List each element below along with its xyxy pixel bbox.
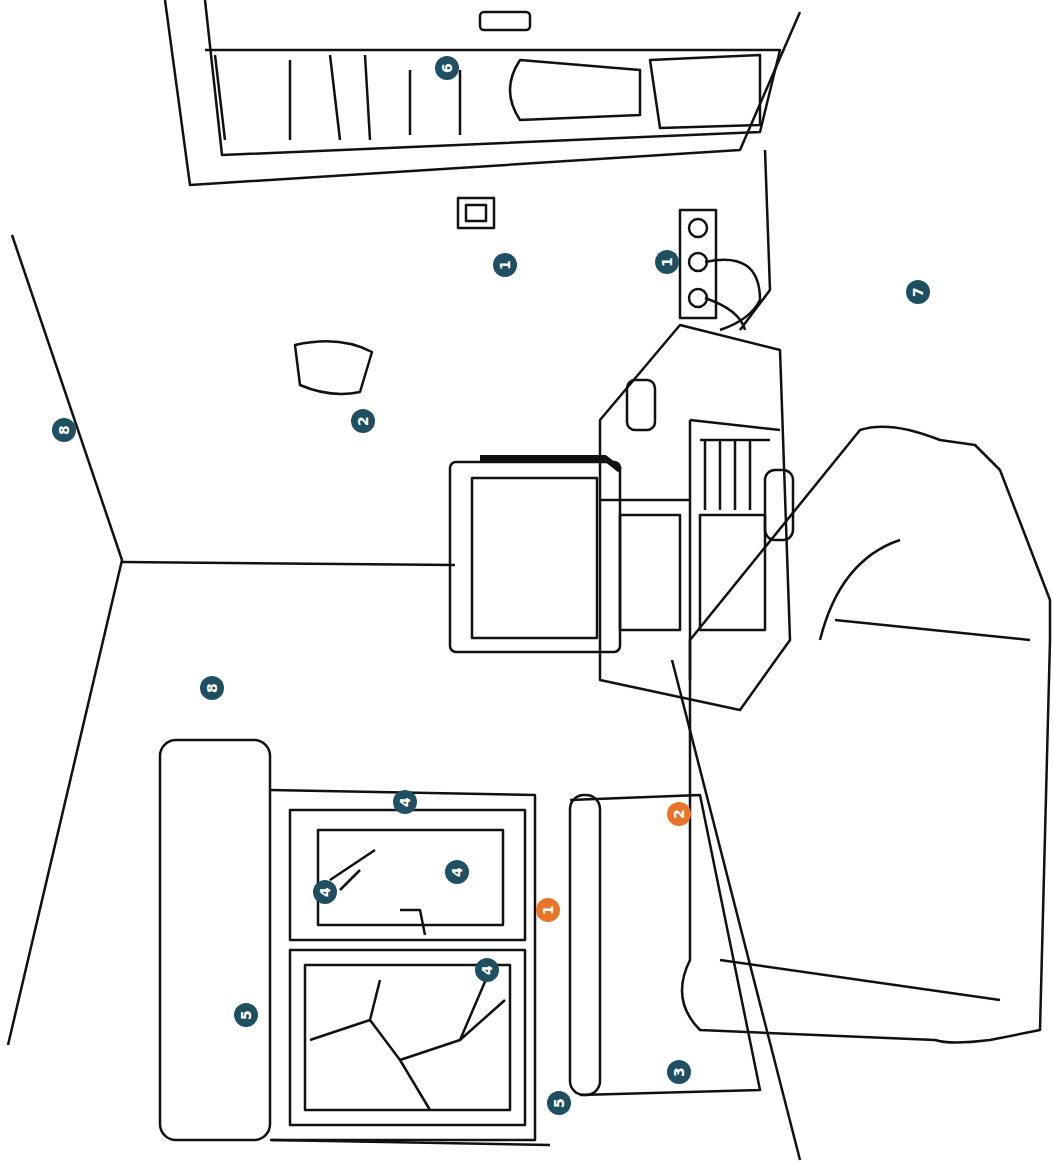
radiator: [570, 795, 600, 1095]
callout-circle: 4: [475, 958, 499, 982]
window-pane: [290, 810, 525, 940]
callout-number: 4: [480, 965, 494, 975]
roller-blind-box: [160, 740, 270, 1140]
window-sill: [272, 1140, 550, 1145]
callout-circle: 1: [493, 253, 517, 277]
cable: [705, 260, 760, 330]
callout-number: 1: [498, 260, 512, 270]
callout-number: 8: [205, 683, 219, 693]
broken-glass: [310, 970, 505, 1110]
callout-number: 6: [440, 63, 454, 73]
callout-number: 4: [450, 867, 464, 877]
callout-circle: 8: [52, 418, 76, 442]
callout-number: 1: [541, 905, 555, 915]
callout-circle: 2: [351, 409, 375, 433]
callout-circle: 1: [536, 898, 560, 922]
window-handle: [400, 910, 425, 935]
wall-socket: [689, 219, 707, 237]
telephone: [627, 380, 655, 430]
callout-circle: 6: [435, 56, 459, 80]
callout-circle: 4: [313, 880, 337, 904]
callout-number: 5: [552, 1098, 566, 1108]
wall-lamp: [295, 341, 372, 394]
callout-number: 4: [398, 797, 412, 807]
callout-circle: 7: [906, 280, 930, 304]
dvd-rack: [700, 440, 770, 510]
ceiling-edge: [8, 235, 122, 1045]
callout-circle: 4: [393, 790, 417, 814]
cabinet-items: [510, 55, 760, 128]
cabinet: [165, 0, 800, 185]
cabinet-shelf: [205, 0, 780, 155]
wall-socket: [689, 289, 707, 307]
television: [450, 462, 620, 652]
callout-circle: 5: [234, 1003, 258, 1027]
sofa: [682, 427, 1050, 1043]
callout-circle: 2: [667, 802, 691, 826]
callout-circle: 1: [655, 250, 679, 274]
callout-number: 2: [356, 416, 370, 426]
light-switch: [458, 198, 494, 228]
callout-circle: 8: [200, 676, 224, 700]
window-pane: [290, 950, 525, 1125]
callout-number: 3: [672, 1067, 686, 1077]
window-frame: [270, 790, 535, 1140]
callout-number: 4: [318, 887, 332, 897]
tv-stand: [600, 325, 790, 710]
callout-circle: 3: [667, 1060, 691, 1084]
cabinet-items: [215, 55, 460, 140]
callout-circle: 4: [445, 860, 469, 884]
glass-crack: [330, 850, 375, 890]
wall-socket: [680, 210, 716, 318]
cabinet-handle: [480, 12, 530, 30]
callout-number: 2: [672, 809, 686, 819]
tv-screen: [472, 478, 597, 638]
callout-number: 5: [239, 1010, 253, 1020]
callout-circle: 5: [547, 1091, 571, 1115]
floor-edge: [740, 150, 770, 330]
callout-number: 8: [57, 425, 71, 435]
sofa: [720, 540, 1030, 1000]
callout-number: 7: [911, 287, 925, 297]
window-glass: [305, 965, 510, 1110]
video-player: [700, 515, 765, 630]
wall-corner: [122, 562, 455, 565]
callout-number: 1: [660, 257, 674, 267]
light-switch: [466, 205, 486, 221]
radiator: [570, 795, 760, 1095]
video-player: [620, 515, 680, 630]
wall-socket: [689, 253, 707, 271]
